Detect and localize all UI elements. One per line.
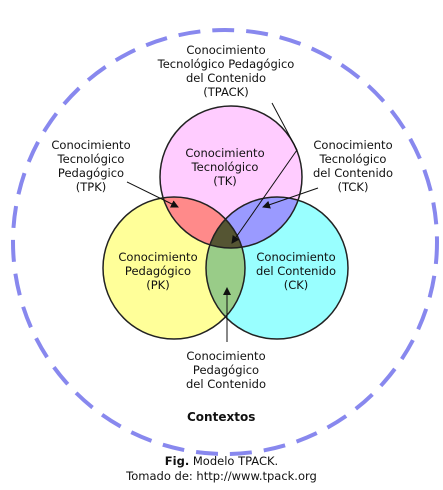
tck-region <box>206 197 302 248</box>
tck-label: Conocimiento Tecnológico del Contenido (… <box>313 138 393 194</box>
pck-label: Conocimiento Pedagógico del Contenido <box>186 349 266 391</box>
pk-label: Conocimiento Pedagógico (PK) <box>118 250 198 292</box>
tk-label: Conocimiento Tecnológico (TK) <box>185 146 265 188</box>
ck-label: Conocimiento del Contenido (CK) <box>256 250 336 292</box>
figure-caption: Fig. Modelo TPACK. Tomado de: http://www… <box>0 454 443 484</box>
tpk-pointer <box>126 181 179 208</box>
context-ring <box>11 28 439 456</box>
tk-outline <box>159 105 303 249</box>
fig-text: Modelo TPACK. <box>192 454 279 468</box>
caption-line-1: Fig. Modelo TPACK. <box>0 454 443 469</box>
pk-outline <box>102 196 246 340</box>
tpk-label: Conocimiento Tecnológico Pedagógico (TPK… <box>51 138 131 194</box>
tpack-pointer <box>231 102 298 244</box>
tpk-region <box>160 197 245 248</box>
fig-prefix: Fig. <box>164 454 190 468</box>
tck-pointer <box>262 187 319 209</box>
caption-source: Tomado de: http://www.tpack.org <box>126 469 317 483</box>
context-label: Contextos <box>187 410 256 424</box>
ck-outline <box>205 196 349 340</box>
tpack-label: Conocimiento Tecnológico Pedagógico del … <box>157 43 295 99</box>
